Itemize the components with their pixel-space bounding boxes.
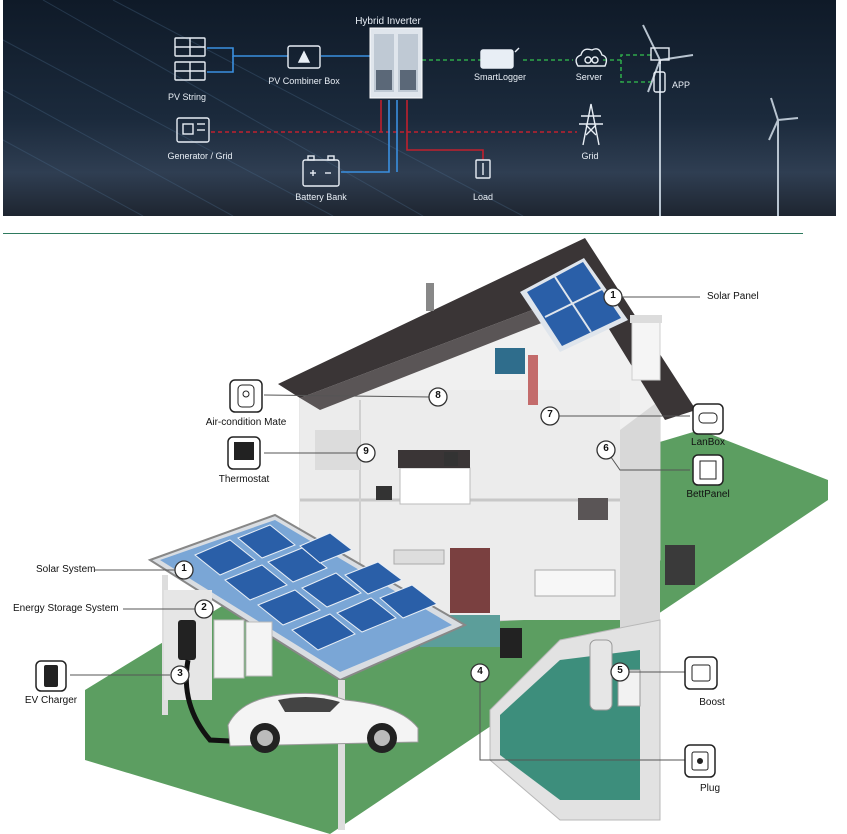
generator-grid-label: Generator / Grid <box>167 151 233 161</box>
marker-air-number: 8 <box>435 390 441 401</box>
marker-ev-charger <box>170 665 190 685</box>
electric-car <box>227 692 419 753</box>
solar-panel-label: Solar Panel <box>707 291 759 302</box>
pv-string-label: PV String <box>167 92 207 102</box>
pv-string-icon <box>174 37 206 81</box>
marker-thermostat-number: 9 <box>363 446 369 457</box>
lanbox-icon <box>692 403 724 435</box>
bettpanel-label: BettPanel <box>686 489 730 500</box>
smartlogger-icon <box>480 47 520 69</box>
thermostat-icon <box>227 436 261 470</box>
marker-air-condition-mate <box>428 387 448 407</box>
marker-bettpanel <box>596 440 616 460</box>
boost-icon <box>684 656 718 690</box>
ev-charger-icon <box>35 660 67 692</box>
system-topology-banner: Hybrid Inverter PV String PV Combiner Bo… <box>3 0 836 216</box>
marker-solar-panel <box>603 287 623 307</box>
solar-system-label: Solar System <box>36 564 96 575</box>
load-label: Load <box>472 192 494 202</box>
marker-bettpanel-number: 6 <box>603 443 609 454</box>
pv-combiner-box-icon <box>287 45 321 69</box>
ev-charger-unit <box>178 620 196 660</box>
plug-icon <box>684 744 716 778</box>
marker-solar-panel-number: 1 <box>610 290 616 301</box>
marker-plug <box>470 663 490 683</box>
server-label: Server <box>575 72 603 82</box>
carport <box>147 513 468 830</box>
pv-combiner-box-label: PV Combiner Box <box>268 76 340 86</box>
interior-furniture <box>315 348 695 658</box>
thermostat-label: Thermostat <box>218 474 270 485</box>
lanbox-label: LanBox <box>691 437 725 448</box>
marker-boost-number: 5 <box>617 665 623 676</box>
roof-solar-panel <box>520 258 628 352</box>
marker-storage-number: 2 <box>201 602 207 613</box>
generator-icon <box>176 117 210 143</box>
marker-ev-number: 3 <box>177 668 183 679</box>
air-condition-mate-icon <box>229 379 263 413</box>
grid-tower-icon <box>579 103 603 146</box>
marker-thermostat <box>356 443 376 463</box>
app-label: APP <box>671 80 691 90</box>
marker-solar-system <box>174 560 194 580</box>
marker-lanbox <box>540 406 560 426</box>
app-device-icon <box>650 47 670 93</box>
air-condition-mate-label: Air-condition Mate <box>205 417 287 428</box>
grid-label: Grid <box>581 151 599 161</box>
bettpanel-icon <box>692 454 724 486</box>
server-cloud-icon <box>575 48 608 67</box>
ev-charger-label: EV Charger <box>24 695 78 706</box>
energy-storage-system-label: Energy Storage System <box>13 603 119 614</box>
topology-diagram <box>3 0 799 216</box>
storage-battery-unit <box>213 619 245 679</box>
boost-label: Boost <box>699 697 725 708</box>
marker-plug-number: 4 <box>477 666 483 677</box>
leader-lines <box>70 296 700 761</box>
marker-boost <box>610 662 630 682</box>
battery-bank-label: Battery Bank <box>295 192 347 202</box>
section-divider <box>3 233 803 234</box>
marker-storage <box>194 599 214 619</box>
hybrid-inverter-icon <box>369 27 423 99</box>
smartlogger-label: SmartLogger <box>473 72 527 82</box>
plug-label: Plug <box>699 783 721 794</box>
battery-bank-icon <box>302 155 340 187</box>
number-markers <box>170 287 630 685</box>
load-icon <box>475 159 491 179</box>
marker-lanbox-number: 7 <box>547 409 553 420</box>
marker-solar-system-number: 1 <box>181 563 187 574</box>
hybrid-inverter-label: Hybrid Inverter <box>355 16 421 27</box>
